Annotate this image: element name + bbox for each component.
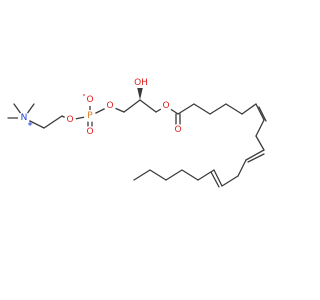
bond-chain-5 — [241, 103, 257, 115]
atom-oxygen-glycerol: O — [106, 101, 113, 111]
bond-chain-8 — [237, 159, 247, 177]
bond-db3-b — [210, 171, 220, 188]
charge-nitrogen: + — [27, 120, 33, 128]
bond-chain-13 — [149, 169, 167, 181]
bond-layer — [7, 99, 267, 188]
molecule-svg: N + O P O - O O OH O O — [7, 78, 267, 188]
atom-oxygen-double: O — [86, 127, 93, 137]
atom-layer: N + O P O - O O OH O O — [18, 78, 184, 138]
atom-phosphorus: P — [87, 111, 93, 121]
atom-oxygen-ester: O — [162, 101, 169, 111]
charge-oxygen-anionic: - — [83, 91, 86, 99]
bond-db1-b — [258, 106, 267, 122]
bond-chain-1 — [177, 103, 195, 115]
bond-db2-b — [247, 153, 265, 163]
bond-gc1-gc2 — [123, 99, 141, 113]
atom-oxygen-choline: O — [66, 115, 73, 125]
atom-oxygen-anionic: O — [86, 95, 93, 105]
bond-gc2-gc3 — [139, 99, 157, 113]
molecule-diagram: N + O P O - O O OH O O — [7, 78, 267, 188]
bond-chain-7 — [255, 135, 265, 151]
bond-chain-6 — [255, 119, 265, 137]
bond-chain-9 — [221, 175, 239, 187]
stereo-wedge-bond — [137, 87, 143, 100]
bond-chain-14 — [133, 169, 151, 181]
bond-chain-11 — [181, 169, 199, 181]
bond-chain-12 — [165, 169, 183, 181]
bond-db2-a — [245, 149, 265, 161]
atom-nitrogen: N — [21, 113, 28, 123]
bond-c1-c2 — [43, 115, 63, 129]
bond-db1-a — [255, 103, 265, 121]
bond-chain-3 — [209, 103, 227, 115]
bond-chain-4 — [225, 103, 243, 115]
bond-chain-10 — [197, 169, 215, 181]
bond-db3-a — [213, 169, 223, 187]
atom-hydroxyl: OH — [134, 78, 148, 88]
atom-oxygen-carbonyl: O — [174, 125, 181, 135]
bond-chain-2 — [193, 103, 211, 115]
